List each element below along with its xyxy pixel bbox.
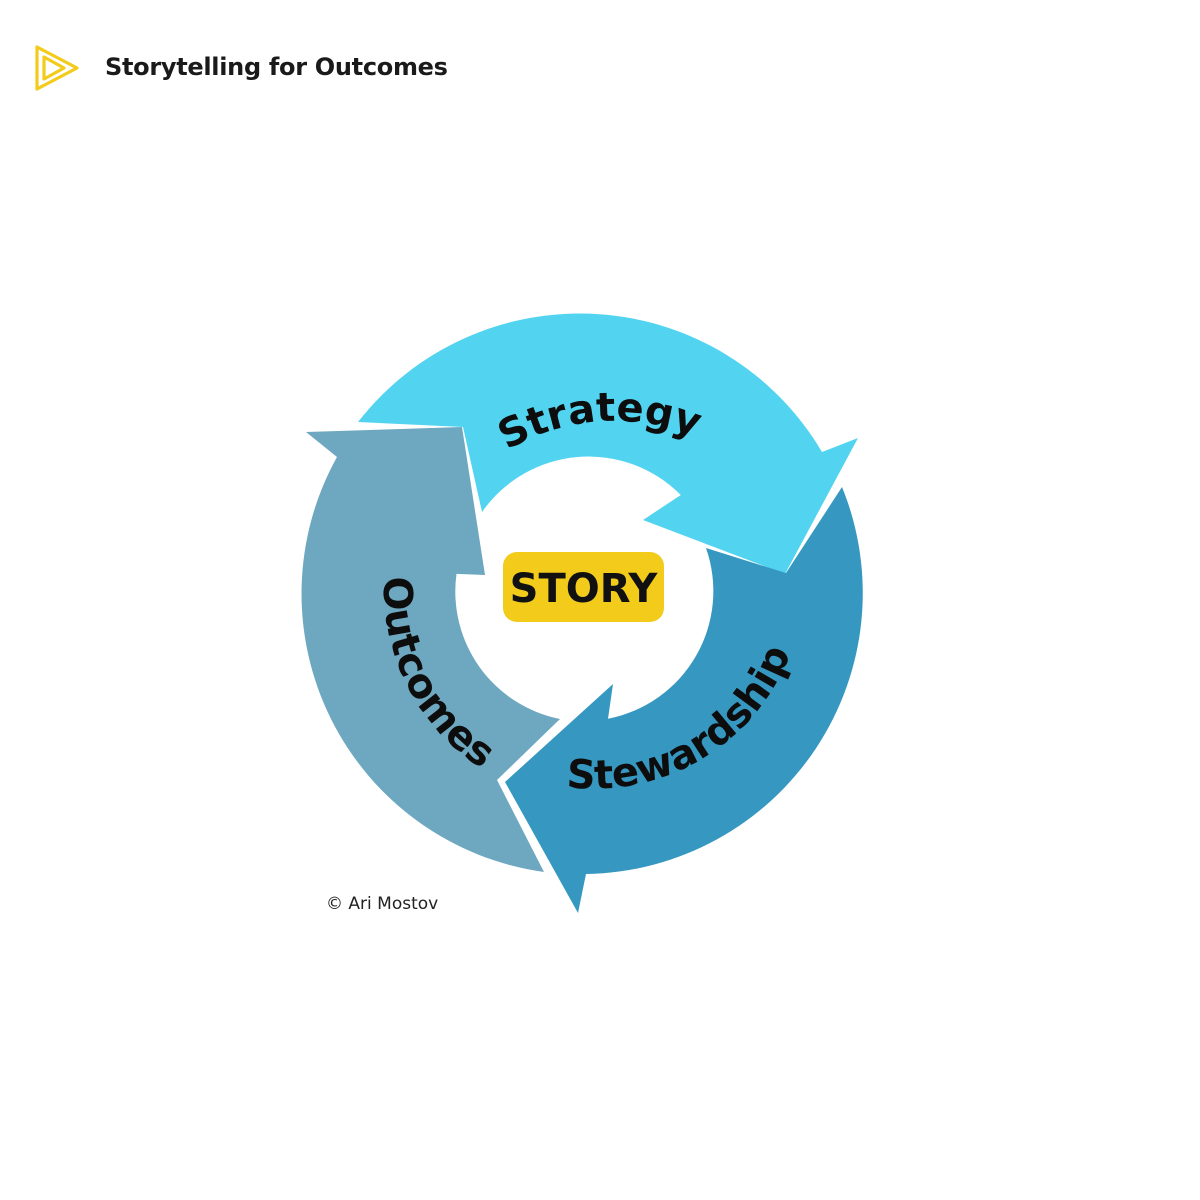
play-triangle-icon xyxy=(35,45,79,91)
strategy-arrow xyxy=(358,313,858,574)
outcomes-arrow xyxy=(301,427,560,872)
story-label: STORY xyxy=(510,566,659,612)
header: Storytelling for Outcomes xyxy=(34,44,448,92)
page-title: Storytelling for Outcomes xyxy=(105,53,448,81)
story-badge xyxy=(503,552,664,622)
copyright-notice: © Ari Mostov xyxy=(326,894,439,914)
stewardship-arrow xyxy=(505,487,863,913)
